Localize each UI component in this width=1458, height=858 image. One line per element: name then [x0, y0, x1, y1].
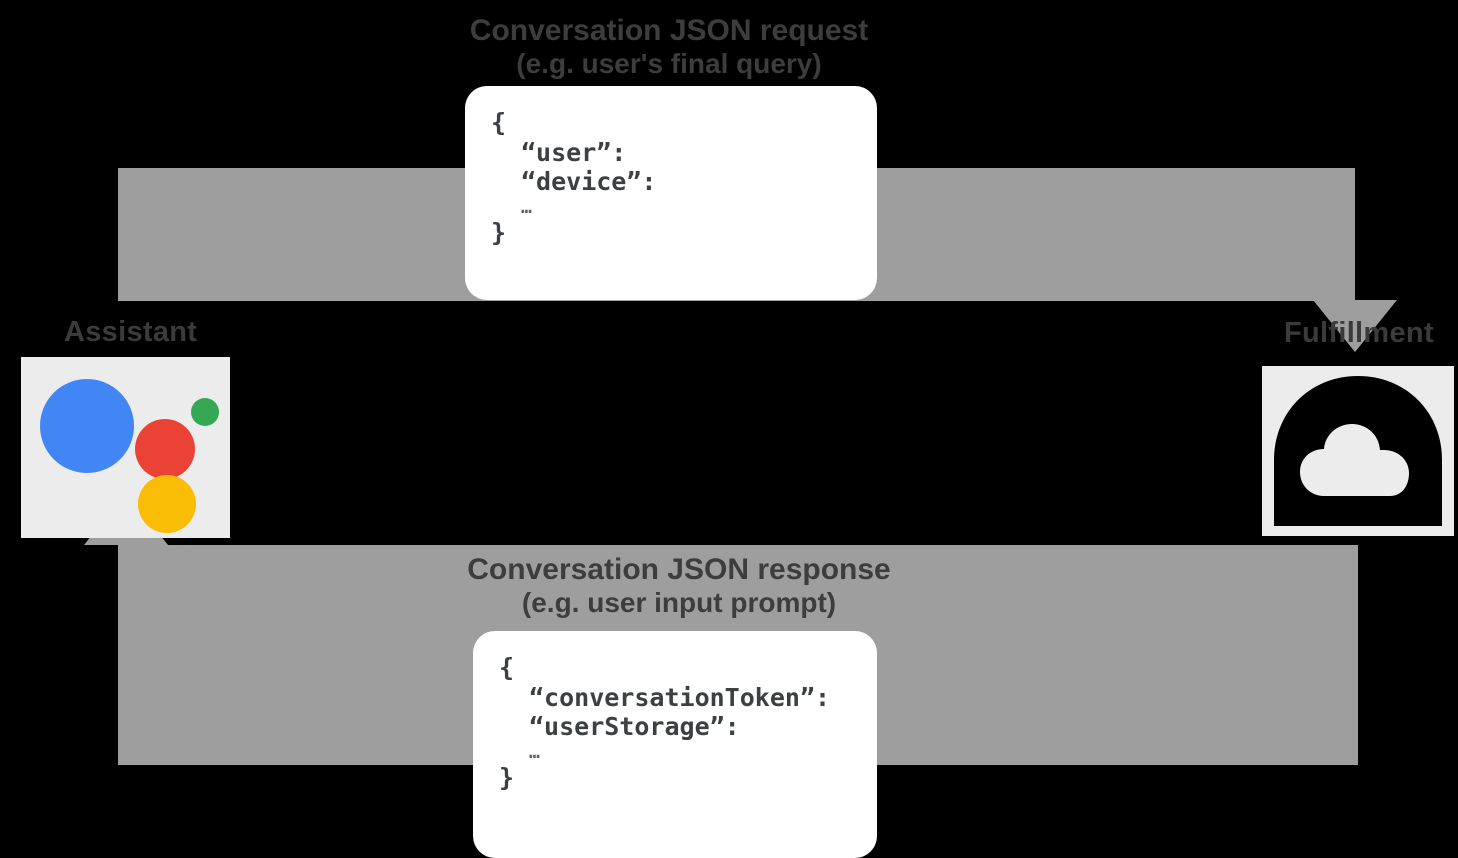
response-caption-line2: (e.g. user input prompt)	[521, 586, 837, 618]
request-caption-line2: (e.g. user's final query)	[516, 47, 822, 79]
json-key-conversation-token: “conversationToken”:	[529, 682, 831, 712]
request-caption-line1: Conversation JSON request	[469, 14, 869, 47]
json-key-user-storage: “userStorage”:	[529, 712, 740, 741]
assistant-blue-dot-icon	[40, 379, 134, 473]
assistant-label: Assistant	[64, 316, 198, 348]
request-caption: Conversation JSON request (e.g. user's f…	[429, 14, 909, 79]
assistant-yellow-dot-icon	[138, 475, 196, 533]
request-json-card: { “user”: “device”: … }	[465, 86, 877, 300]
json-close-brace: }	[499, 762, 515, 792]
fulfillment-endpoint-tile[interactable]	[1262, 366, 1454, 536]
cloud-functions-icon	[1274, 376, 1442, 526]
assistant-endpoint-tile[interactable]	[21, 357, 230, 538]
json-close-brace: }	[491, 217, 507, 247]
response-json-card: { “conversationToken”: “userStorage”: … …	[473, 631, 877, 858]
json-key-user: “user”:	[521, 137, 627, 167]
json-ellipsis: …	[521, 196, 532, 218]
request-arrowhead-icon	[1313, 300, 1397, 352]
response-caption-line1: Conversation JSON response	[467, 553, 891, 586]
fulfillment-label: Fulfillment	[1284, 317, 1434, 349]
assistant-green-dot-icon	[191, 398, 219, 426]
json-open-brace: {	[499, 653, 515, 682]
assistant-red-dot-icon	[135, 419, 195, 479]
response-caption: Conversation JSON response (e.g. user in…	[439, 553, 919, 618]
json-ellipsis: …	[529, 741, 540, 763]
json-key-device: “device”:	[521, 167, 657, 196]
json-open-brace: {	[491, 108, 507, 137]
